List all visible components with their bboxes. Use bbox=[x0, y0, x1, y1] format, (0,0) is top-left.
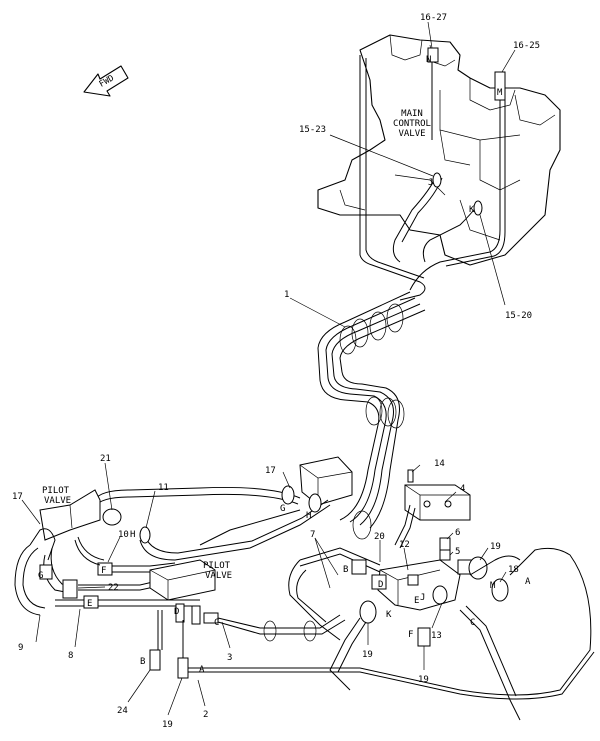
fitting-g-mid bbox=[281, 485, 295, 505]
fitting-d-mid bbox=[371, 574, 387, 590]
callout-16-27: 16-27 bbox=[420, 13, 447, 23]
port-a-pilot: A bbox=[199, 665, 205, 675]
fitting-g-left bbox=[39, 564, 53, 580]
port-b-mid: B bbox=[343, 565, 348, 575]
left-pilot-valve-label-2: VALVE bbox=[44, 496, 71, 506]
leader-lines bbox=[21, 21, 516, 716]
callout-24: 24 bbox=[117, 706, 128, 716]
callout-1: 1 bbox=[284, 290, 289, 300]
port-h-mid: H bbox=[306, 511, 311, 521]
bolt-4a bbox=[423, 500, 431, 508]
port-h-left: H bbox=[130, 530, 135, 540]
center-pilot-valve bbox=[149, 547, 595, 700]
port-k-top: K bbox=[469, 205, 475, 215]
main-control-valve-label-3: VALVE bbox=[398, 129, 425, 139]
fitting-19-left bbox=[359, 600, 377, 624]
port-m-top: M bbox=[497, 88, 503, 98]
fitting-18 bbox=[491, 578, 509, 602]
fitting-a-pilot bbox=[177, 657, 189, 679]
main-control-valve-label-1: MAIN bbox=[401, 109, 423, 119]
callout-10: 10 bbox=[118, 530, 129, 540]
callout-8: 8 bbox=[68, 651, 73, 661]
center-pilot-valve-label-1: PILOT bbox=[203, 561, 231, 571]
port-a-right: A bbox=[525, 577, 531, 587]
fitting-22 bbox=[62, 579, 78, 599]
callout-22: 22 bbox=[108, 583, 119, 593]
main-hose-bundle bbox=[317, 291, 426, 540]
fitting-13 bbox=[432, 585, 448, 605]
port-d-pilot: D bbox=[174, 607, 179, 617]
left-pilot-valve bbox=[14, 489, 200, 616]
fitting-b-pilot bbox=[149, 649, 161, 671]
fitting-21 bbox=[102, 508, 122, 526]
forward-arrow: FWD bbox=[83, 65, 129, 97]
callouts: 16-27 16-25 15-23 15-20 1 14 4 17 17 21 … bbox=[12, 13, 540, 730]
port-c-pilot: C bbox=[214, 618, 219, 628]
callout-4: 4 bbox=[460, 484, 465, 494]
callout-12: 12 bbox=[399, 540, 410, 550]
port-g-mid: G bbox=[280, 504, 285, 514]
bolt-4b bbox=[444, 500, 452, 508]
callout-19-bottom: 19 bbox=[418, 675, 429, 685]
port-f-left: F bbox=[101, 566, 106, 576]
port-n: N bbox=[426, 55, 431, 65]
right-manifold bbox=[288, 469, 521, 721]
fitting-6 bbox=[439, 537, 451, 551]
callout-20: 20 bbox=[374, 532, 385, 542]
port-e-left: E bbox=[87, 599, 92, 609]
fitting-j bbox=[432, 172, 442, 188]
left-pilot-valve-label-1: PILOT bbox=[42, 486, 70, 496]
fitting-d-pilot bbox=[175, 603, 185, 623]
port-e-mid: E bbox=[414, 596, 419, 606]
port-j-mid: J bbox=[420, 593, 425, 603]
fitting-h-left bbox=[139, 526, 151, 544]
callout-9: 9 bbox=[18, 643, 23, 653]
callout-5: 5 bbox=[455, 547, 460, 557]
main-control-valve: MAIN CONTROL VALVE bbox=[317, 34, 561, 266]
callout-3: 3 bbox=[227, 653, 232, 663]
callout-19-center: 19 bbox=[362, 650, 373, 660]
callout-17-left: 17 bbox=[12, 492, 23, 502]
top-hose-bundle bbox=[359, 55, 506, 301]
port-m-right: M bbox=[490, 581, 496, 591]
callout-7: 7 bbox=[310, 530, 315, 540]
bolt-14 bbox=[407, 469, 414, 483]
fitting-h-mid bbox=[308, 493, 322, 513]
fitting-19-bottom bbox=[417, 627, 431, 647]
callout-19-lower-left: 19 bbox=[162, 720, 173, 730]
fitting-k bbox=[473, 200, 483, 216]
port-k-mid: K bbox=[386, 610, 392, 620]
callout-2: 2 bbox=[203, 710, 208, 720]
port-d-mid: D bbox=[378, 580, 383, 590]
fitting-pilot-2 bbox=[191, 605, 201, 625]
callout-15-23: 15-23 bbox=[299, 125, 326, 135]
center-valve-block bbox=[94, 456, 353, 561]
fitting-e-mid bbox=[407, 574, 419, 586]
port-letters: N M J K G H H G F E B D E J K M A C D C … bbox=[38, 55, 531, 675]
fitting-5 bbox=[439, 549, 451, 561]
fitting-19-right bbox=[468, 556, 488, 580]
port-f-bottom: F bbox=[408, 630, 413, 640]
callout-6: 6 bbox=[455, 528, 460, 538]
fitting-e-left bbox=[83, 595, 99, 609]
port-c-right: C bbox=[470, 618, 475, 628]
port-fitting-n bbox=[427, 47, 439, 63]
callout-19-right: 19 bbox=[490, 542, 501, 552]
fitting-b-mid bbox=[351, 559, 367, 575]
callout-15-20: 15-20 bbox=[505, 311, 532, 321]
callout-18: 18 bbox=[508, 565, 519, 575]
callout-13: 13 bbox=[431, 631, 442, 641]
port-j: J bbox=[428, 178, 433, 188]
callout-16-25: 16-25 bbox=[513, 41, 540, 51]
callout-14: 14 bbox=[434, 459, 445, 469]
callout-21: 21 bbox=[100, 454, 111, 464]
port-g-left: G bbox=[38, 571, 43, 581]
port-b-pilot: B bbox=[140, 657, 145, 667]
fitting-10 bbox=[97, 562, 113, 576]
callout-17-center: 17 bbox=[265, 466, 276, 476]
main-control-valve-label-2: CONTROL bbox=[393, 119, 431, 129]
center-pilot-valve-label-2: VALVE bbox=[205, 571, 232, 581]
callout-11: 11 bbox=[158, 483, 169, 493]
